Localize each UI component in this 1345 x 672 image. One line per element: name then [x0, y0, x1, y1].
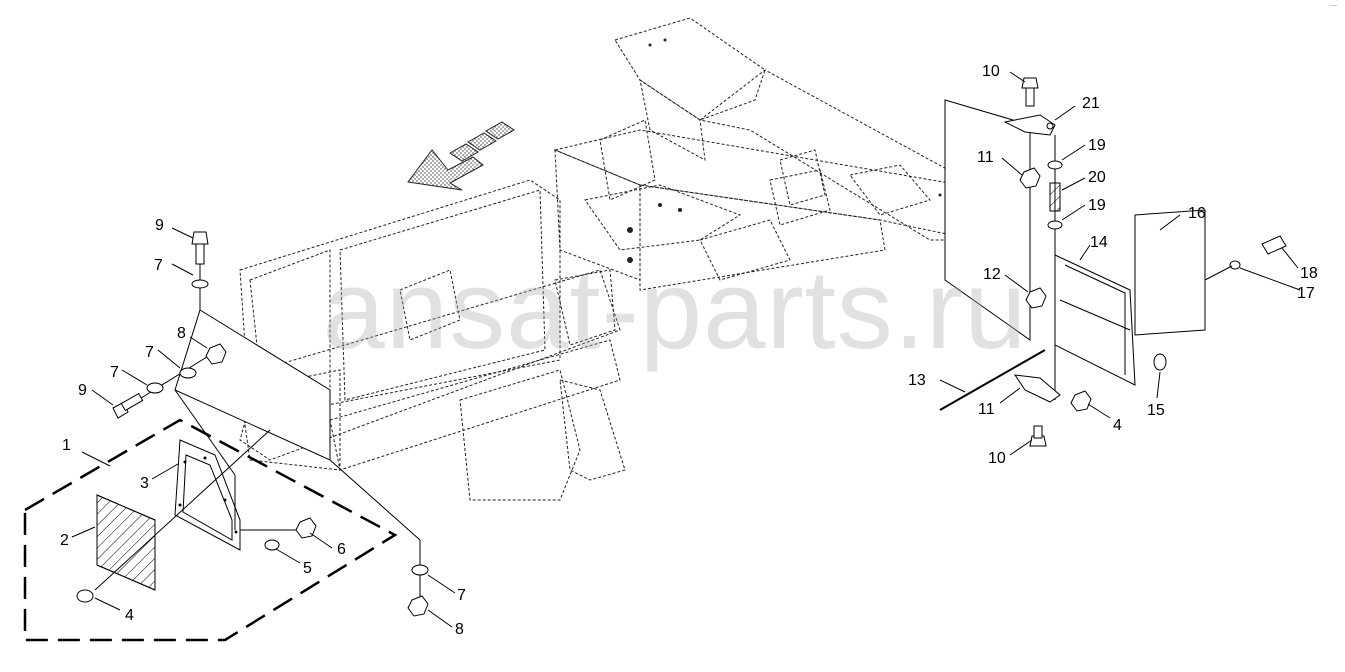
callout-6: 6: [337, 541, 346, 558]
chassis-bolt-holes: [627, 38, 952, 263]
kit-boundary: [23, 418, 398, 642]
callout-4: 4: [125, 607, 134, 624]
callout-10: 10: [982, 63, 1000, 80]
callout-leaders: [71, 71, 1301, 628]
gasket: [174, 439, 241, 551]
callout-1: 1: [62, 437, 71, 454]
callout-11: 11: [977, 149, 994, 166]
callout-5: 5: [303, 560, 312, 577]
callout-labels: 1 2 3 4 4 5 6 7 7 7 7 8 8 9 9 10 10 11 1…: [60, 63, 1318, 638]
callout-18: 18: [1300, 265, 1318, 282]
callout-19: 19: [1088, 137, 1106, 154]
callout-21: 21: [1082, 95, 1100, 112]
gasket-holes: [178, 456, 238, 534]
callout-4: 4: [1113, 417, 1122, 434]
callout-17: 17: [1297, 285, 1315, 302]
callout-10: 10: [988, 450, 1006, 467]
right-cover-panel: [944, 99, 1031, 341]
callout-2: 2: [60, 532, 69, 549]
callout-3: 3: [140, 475, 149, 492]
callout-20: 20: [1088, 169, 1106, 186]
direction-arrow: [407, 121, 515, 191]
callout-7: 7: [145, 344, 154, 361]
callout-11: 11: [978, 401, 995, 418]
callout-19: 19: [1088, 197, 1106, 214]
callout-16: 16: [1188, 205, 1206, 222]
callout-7: 7: [110, 364, 119, 381]
hinge-assembly: [939, 77, 1287, 447]
corner-code: ·—: [1327, 2, 1337, 9]
hardware-left: [76, 231, 429, 617]
callout-9: 9: [78, 382, 87, 399]
callout-8: 8: [177, 325, 186, 342]
callout-15: 15: [1147, 402, 1165, 419]
chassis-frame: [239, 17, 991, 501]
callout-12: 12: [983, 266, 1001, 283]
callout-7: 7: [154, 257, 163, 274]
callout-7: 7: [457, 587, 466, 604]
callout-9: 9: [155, 217, 164, 234]
left-cover-plate: [174, 309, 331, 476]
callout-13: 13: [908, 372, 926, 389]
callout-8: 8: [455, 621, 464, 638]
callout-14: 14: [1090, 234, 1108, 251]
reflector-plate: [96, 494, 156, 591]
